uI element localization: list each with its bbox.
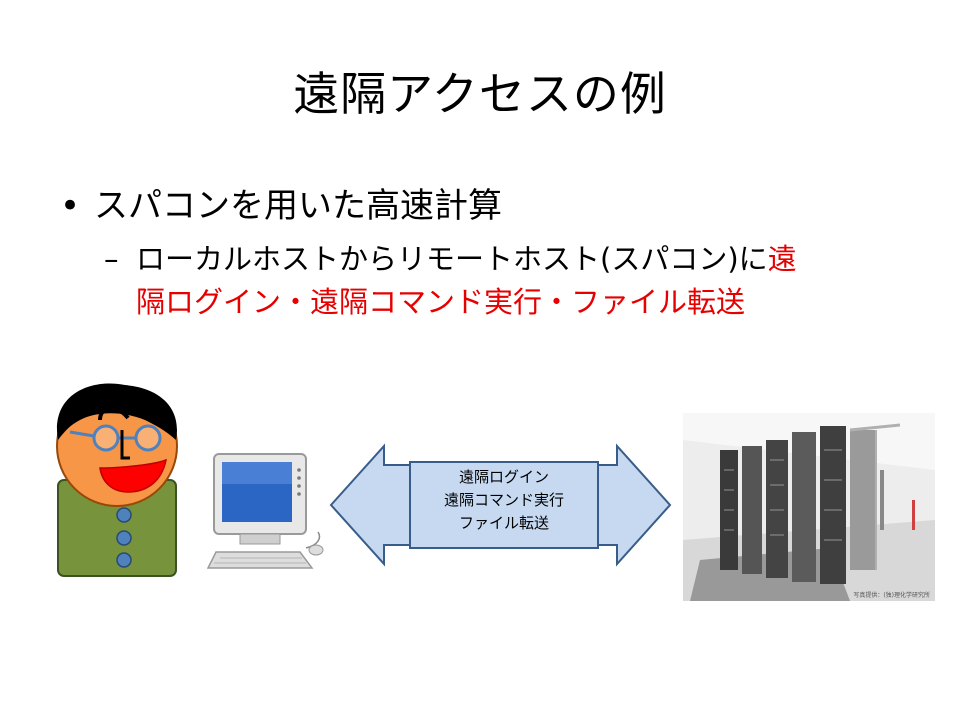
sub-bullet-text-red-1: 遠 (767, 242, 797, 276)
computer-icon (206, 453, 324, 569)
person-icon (56, 383, 178, 577)
sub-bullet-item: –ローカルホストからリモートホスト(スパコン)に遠 隔ログイン・遠隔コマンド実行… (104, 238, 904, 324)
keyboard (206, 551, 314, 569)
arrow-label-box (409, 461, 599, 549)
bullet-marker: • (60, 186, 81, 226)
sub-bullet-text-black: ローカルホストからリモートホスト(スパコン)に (136, 242, 768, 276)
arrow-label-line: ファイル転送 (458, 514, 549, 532)
shirt-button (116, 552, 132, 568)
glasses-lens (134, 424, 162, 452)
arrow-label: 遠隔ログイン 遠隔コマンド実行 ファイル転送 (410, 462, 598, 548)
slide-title: 遠隔アクセスの例 (293, 67, 667, 121)
arrow-label-line: 遠隔ログイン (458, 468, 549, 486)
sub-bullet-marker: – (104, 242, 119, 276)
shirt-button (116, 530, 132, 546)
supercomputer-photo: 写真提供：(独)理化学研究所 (683, 413, 935, 601)
arrow-label-line: 遠隔コマンド実行 (443, 491, 564, 509)
sub-bullet-text-red-2: 隔ログイン・遠隔コマンド実行・ファイル転送 (136, 285, 746, 319)
bullet-item: • スパコンを用いた高速計算 (60, 178, 502, 227)
mouth (99, 458, 168, 493)
hair (56, 383, 177, 440)
shirt-button (116, 507, 132, 523)
bullet-text: スパコンを用いた高速計算 (94, 186, 502, 226)
glasses-lens (92, 424, 120, 452)
photo-credit: 写真提供：(独)理化学研究所 (853, 591, 930, 599)
mouse (308, 544, 324, 556)
